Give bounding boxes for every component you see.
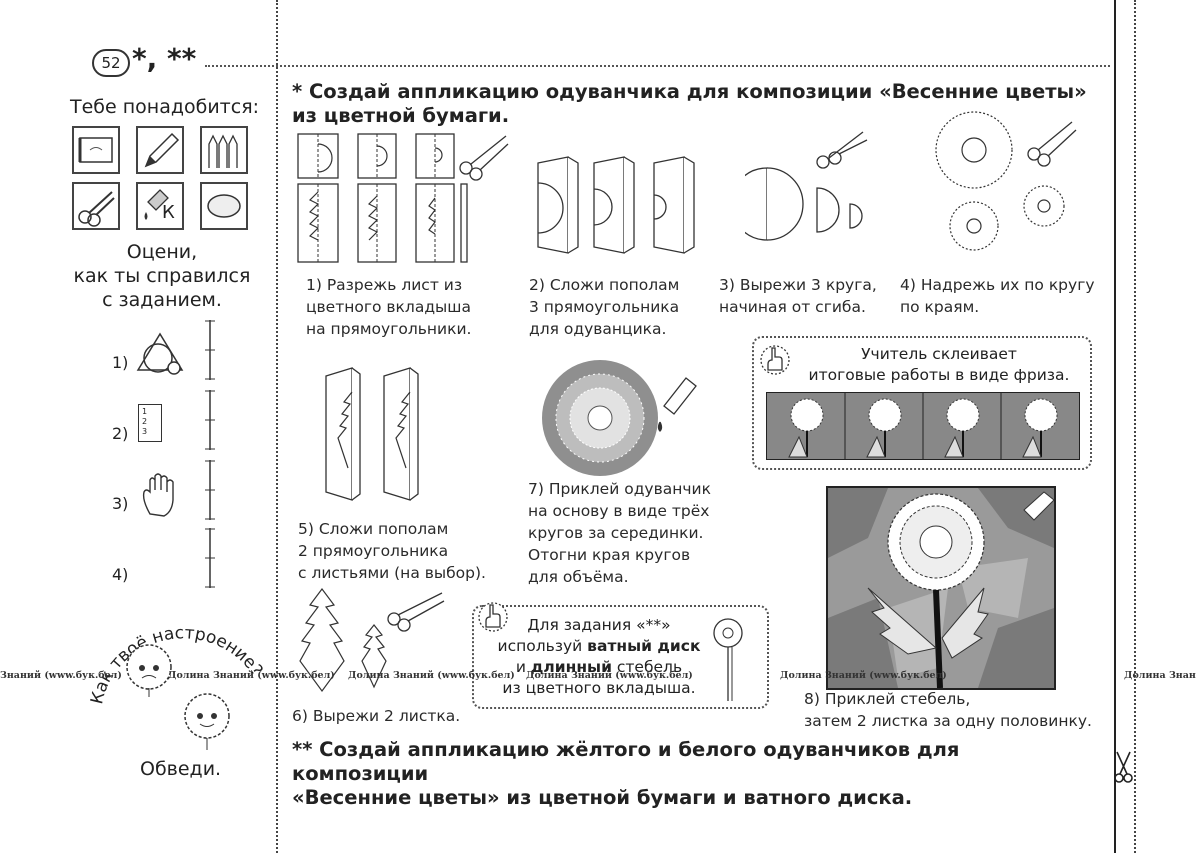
step3-text: 3) Вырежи 3 круга, начиная от сгиба.	[719, 276, 877, 316]
star2-note-text: Для задания «**» используй ватный диск и…	[494, 615, 704, 699]
need-label: Тебе понадобится:	[70, 96, 260, 118]
mood-arc: Как твоё настроение?	[87, 623, 266, 706]
step4-text: 4) Надрежь их по кругу по краям.	[900, 276, 1095, 316]
watermark-4: Долина Знаний (www.бук.бел)	[526, 670, 693, 681]
rating-scale-3[interactable]	[203, 460, 217, 520]
watermark-6: Долина Знан	[1124, 670, 1196, 681]
criterion-4-label: 4)	[112, 565, 129, 584]
paper-pad-icon	[72, 126, 120, 174]
colored-pencils-icon	[200, 126, 248, 174]
step7-text: 7) Приклей одуванчик на основу в виде тр…	[528, 480, 711, 586]
step1-text: 1) Разрежь лист из цветного вкладыша на …	[306, 276, 472, 338]
page-number: 52	[92, 49, 130, 77]
rating-scale-4[interactable]	[203, 528, 217, 588]
cotton-disk-icon	[200, 182, 248, 230]
trace-label: Обведи.	[140, 758, 222, 780]
glue-letter: К	[162, 202, 175, 223]
hand-icon	[142, 473, 174, 517]
shapes-icon	[136, 332, 184, 375]
watermark-3: Долина Знаний (www.бук.бел)	[348, 670, 515, 681]
cut-line	[1134, 0, 1136, 853]
step4-illustration	[935, 111, 1077, 251]
header-dotted-line	[205, 65, 1110, 67]
criterion-1-label: 1)	[112, 353, 129, 372]
rating-scale-1[interactable]	[203, 320, 217, 380]
step8-illustration	[826, 486, 1056, 690]
star2-note: Для задания «**» используй ватный диск и…	[472, 602, 769, 709]
step6-illustration	[299, 588, 445, 693]
pointing-finger-icon	[478, 602, 508, 632]
criterion-3-label: 3)	[112, 494, 129, 513]
numbered-list-icon: 1 2 3	[138, 404, 162, 442]
rating-scale-2[interactable]	[203, 390, 217, 450]
step2-text: 2) Сложи пополам 3 прямоугольника для од…	[529, 276, 680, 338]
criterion-2-label: 2)	[112, 424, 129, 443]
step8-text: 8) Приклей стебель, затем 2 листка за од…	[804, 690, 1092, 730]
glue-icon: К	[136, 182, 184, 230]
watermark-5: Долина Знаний (www.бук.бел)	[780, 670, 947, 681]
star2-note-line2: используй ватный диск	[497, 637, 701, 655]
step5-illustration	[325, 367, 419, 501]
right-border	[1114, 0, 1116, 853]
watermark-1: Знаний (www.бук.бел)	[0, 670, 122, 681]
step1-illustration	[297, 133, 509, 263]
left-divider	[276, 0, 278, 853]
dandelion-face-1-icon[interactable]	[118, 640, 180, 698]
dandelion-face-2-icon[interactable]	[175, 690, 239, 752]
step6-text: 6) Вырежи 2 листка.	[292, 707, 461, 725]
frieze	[766, 392, 1080, 460]
scissors-icon	[72, 182, 120, 230]
task2-title: ** Создай аппликацию жёлтого и белого од…	[292, 738, 960, 809]
star2-note-line4: из цветного вкладыша.	[502, 679, 696, 697]
step7-illustration	[542, 360, 697, 476]
teacher-note-text: Учитель склеивает итоговые работы в виде…	[808, 345, 1070, 384]
cotton-disk-stem-icon	[713, 618, 743, 701]
difficulty-stars: *, **	[132, 42, 197, 75]
step5-text: 5) Сложи пополам 2 прямоугольника с лист…	[298, 520, 486, 582]
star2-note-line1: Для задания «**»	[527, 616, 671, 634]
star2-note-line3: и длинный стебель	[515, 658, 683, 676]
list-digits: 1 2 3	[142, 407, 148, 436]
evaluate-title: Оцени, как ты справился с заданием.	[73, 241, 251, 311]
watermark-2: Долина Знаний (www.бук.бел)	[168, 670, 335, 681]
step3-illustration	[745, 131, 868, 241]
pencil-icon	[136, 126, 184, 174]
task1-title: * Создай аппликацию одуванчика для компо…	[292, 80, 1087, 127]
teacher-note: Учитель склеивает итоговые работы в виде…	[752, 336, 1092, 470]
scissors-cut-icon	[1114, 751, 1133, 783]
pointing-finger-icon	[760, 345, 790, 375]
step2-illustration	[537, 156, 695, 254]
